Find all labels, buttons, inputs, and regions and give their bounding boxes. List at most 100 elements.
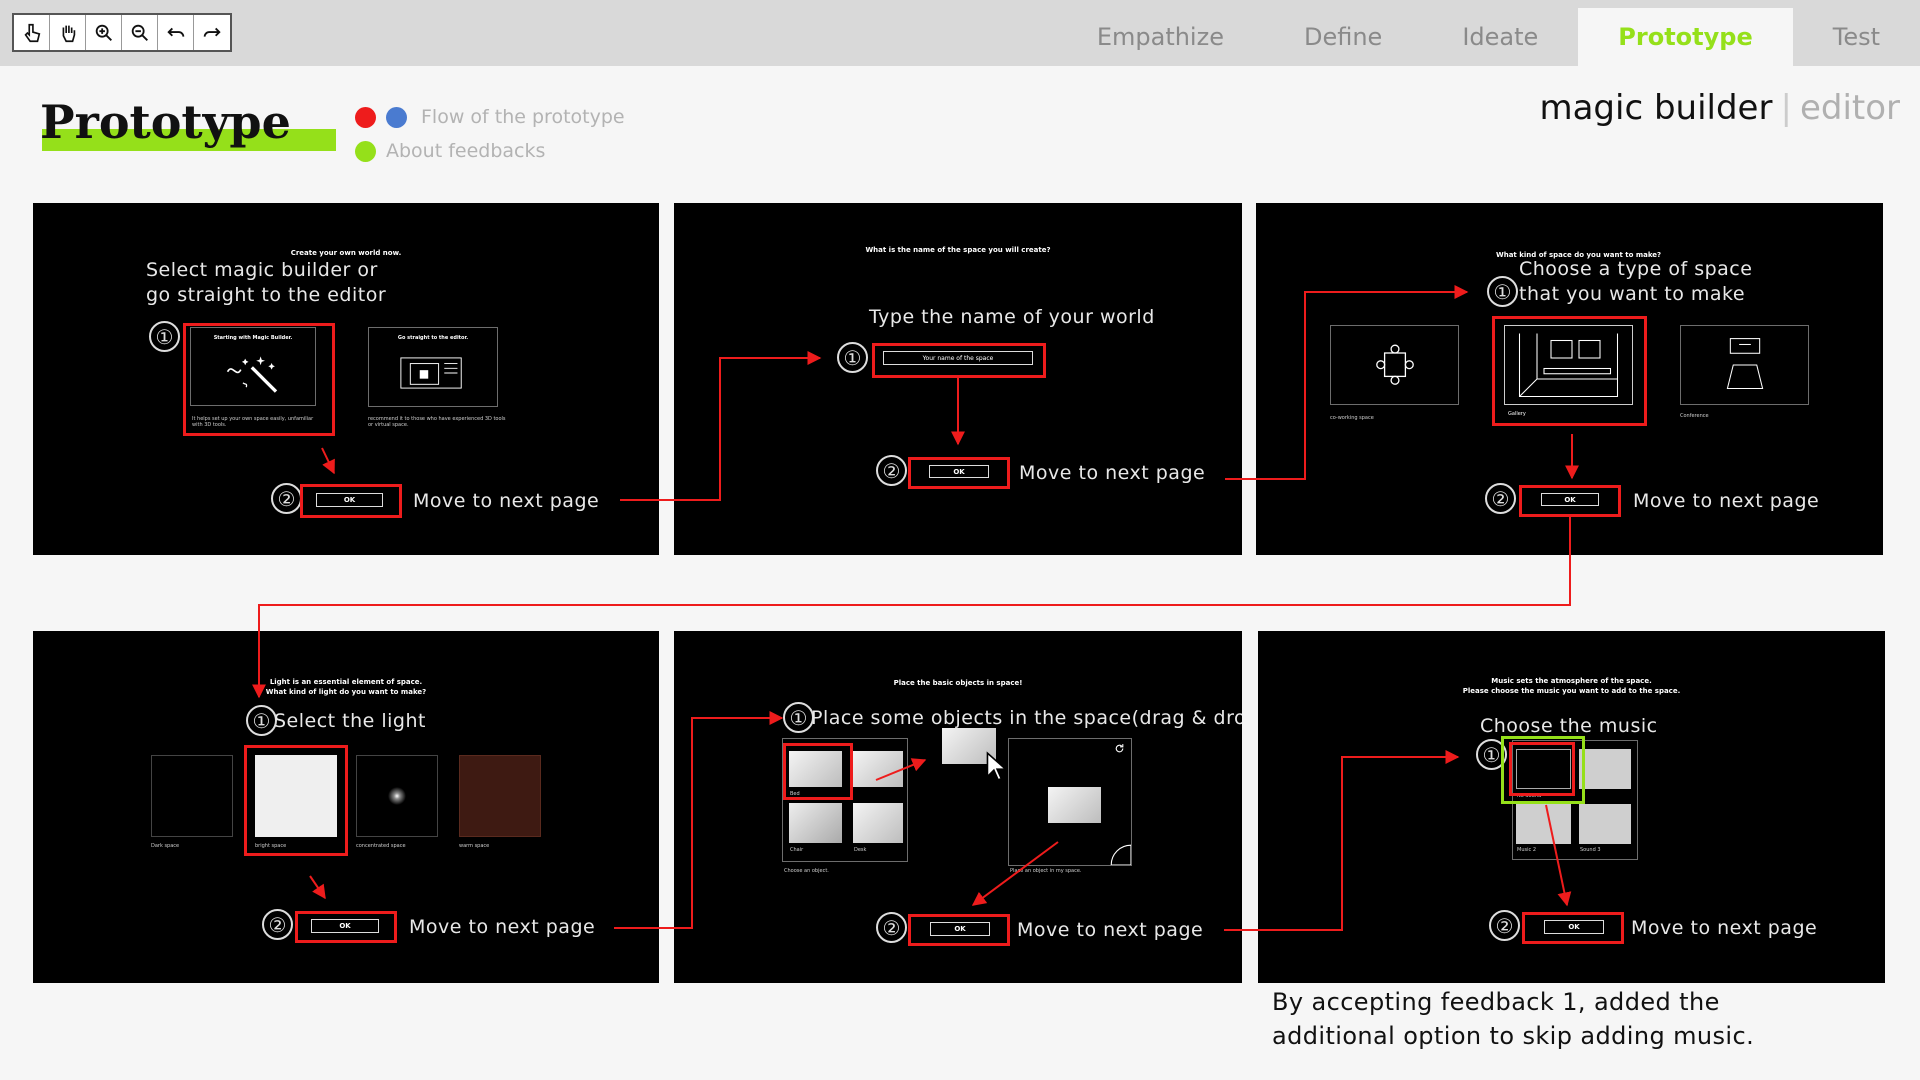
tab-prototype[interactable]: Prototype <box>1578 8 1793 66</box>
legend: Flow of the prototype About feedbacks <box>355 100 625 168</box>
step-number-1: ① <box>837 342 868 373</box>
option-label: concentrated space <box>356 843 406 849</box>
highlight-step2 <box>908 914 1010 946</box>
object-label: Chair <box>790 847 804 853</box>
step-number-2: ② <box>1485 483 1516 514</box>
step-number-1: ① <box>1476 739 1507 770</box>
object-desk[interactable] <box>853 803 903 843</box>
step1-annotation: Select the light <box>274 710 426 732</box>
step1-annotation: Type the name of your world <box>869 306 1155 328</box>
light-option-bright[interactable] <box>255 755 337 837</box>
undo-icon[interactable] <box>158 15 194 50</box>
cursor-icon <box>986 751 1007 781</box>
option-gallery[interactable] <box>1504 325 1633 405</box>
light-option-dark[interactable] <box>151 755 233 837</box>
music-label: No Sound <box>1517 793 1542 799</box>
zoom-in-icon[interactable] <box>86 15 122 50</box>
option-co-working[interactable] <box>1330 325 1459 405</box>
placed-object[interactable] <box>1048 787 1101 823</box>
legend-feedback: About feedbacks <box>355 134 625 168</box>
option-conference[interactable] <box>1680 325 1809 405</box>
ok-button[interactable]: OK <box>1541 493 1599 506</box>
placement-caption: Place an object in my space. <box>1010 868 1082 874</box>
highlight-step2 <box>295 911 397 943</box>
music-option-no-sound[interactable] <box>1516 749 1571 789</box>
red-dot-icon <box>355 106 376 128</box>
ok-button[interactable]: OK <box>311 919 379 933</box>
tab-empathize[interactable]: Empathize <box>1096 23 1224 51</box>
option-label: Conference <box>1680 413 1709 419</box>
option-title: Starting with Magic Builder. <box>213 335 293 341</box>
step1-annotation: Choose a type of space that you want to … <box>1519 258 1753 305</box>
highlight-step2 <box>300 484 402 518</box>
step2-annotation: Move to next page <box>413 490 600 512</box>
step-number-2: ② <box>876 455 907 486</box>
music-label: Sound 3 <box>1580 847 1601 853</box>
music-option-2[interactable] <box>1516 804 1571 844</box>
refresh-icon[interactable] <box>1114 743 1125 754</box>
highlight-step1 <box>1492 316 1647 426</box>
step2-annotation: Move to next page <box>1019 462 1206 484</box>
step1-annotation: Select magic builder or go straight to t… <box>146 259 387 306</box>
option-desc: It helps set up your own space easily, u… <box>192 416 314 428</box>
conference-stage-icon <box>1726 338 1764 389</box>
option-editor[interactable]: Go straight to the editor. <box>368 327 498 407</box>
gallery-room-icon <box>1518 333 1619 398</box>
tab-define[interactable]: Define <box>1303 23 1383 51</box>
screen-title: Light is an essential element of space. … <box>265 678 427 696</box>
option-label: bright space <box>255 843 287 849</box>
zoom-out-icon[interactable] <box>122 15 158 50</box>
ok-button[interactable]: OK <box>316 493 383 507</box>
object-box[interactable] <box>853 751 903 787</box>
top-bar: Empathize Define Ideate Prototype Test <box>0 0 1920 66</box>
panel-music: Music sets the atmosphere of the space. … <box>1258 631 1885 983</box>
highlight-step2 <box>1522 912 1624 944</box>
screen-title: What kind of space do you want to make? <box>1496 251 1662 259</box>
hand-icon[interactable] <box>50 15 86 50</box>
step1-annotation: Choose the music <box>1480 715 1658 737</box>
highlight-step2 <box>908 457 1010 489</box>
ok-button[interactable]: OK <box>930 922 990 936</box>
space-name-input[interactable]: Your name of the space <box>883 351 1033 365</box>
option-label: warm space <box>459 843 490 849</box>
ok-button[interactable]: OK <box>929 465 989 478</box>
panel-name-space: What is the name of the space you will c… <box>674 203 1242 555</box>
music-option-3[interactable] <box>1579 804 1631 844</box>
redo-icon[interactable] <box>194 15 230 50</box>
brand-primary: magic builder <box>1539 88 1773 128</box>
object-label: Bed <box>790 791 800 797</box>
step-number-2: ② <box>876 912 907 943</box>
panel-magic-builder-choice: Create your own world now. Select magic … <box>33 203 659 555</box>
pointer-icon[interactable] <box>14 15 50 50</box>
page-title: Prototype <box>40 95 291 149</box>
light-option-concentrated[interactable] <box>356 755 438 837</box>
legend-feedback-label: About feedbacks <box>386 140 546 162</box>
step2-annotation: Move to next page <box>1017 919 1204 941</box>
tab-test[interactable]: Test <box>1832 23 1880 51</box>
step1-annotation: Place some objects in the space(drag & d… <box>811 707 1242 729</box>
step-number-1: ① <box>149 321 180 352</box>
ok-button[interactable]: OK <box>1544 920 1604 934</box>
editor-window-icon <box>400 357 462 389</box>
object-chair[interactable] <box>789 803 842 843</box>
panel-space-type: What kind of space do you want to make? … <box>1256 203 1883 555</box>
placement-space[interactable] <box>1008 738 1132 866</box>
option-magic-builder[interactable]: Starting with Magic Builder. <box>190 327 316 406</box>
step-number-1: ① <box>1487 276 1518 307</box>
object-bed[interactable] <box>789 751 842 787</box>
music-option-1[interactable] <box>1579 749 1631 789</box>
step-number-2: ② <box>262 909 293 940</box>
feedback-highlight <box>1501 736 1585 804</box>
title-highlight <box>42 129 336 151</box>
highlight-step2 <box>1519 485 1621 517</box>
highlight-step1 <box>183 323 335 436</box>
light-option-warm[interactable] <box>459 755 541 837</box>
screen-title: What is the name of the space you will c… <box>865 246 1051 254</box>
panel-light: Light is an essential element of space. … <box>33 631 659 983</box>
screen-title: Music sets the atmosphere of the space. … <box>1462 677 1681 695</box>
highlight-step1 <box>244 745 348 856</box>
blue-dot-icon <box>386 106 407 128</box>
tab-ideate[interactable]: Ideate <box>1462 23 1539 51</box>
palette-caption: Choose an object. <box>784 868 829 874</box>
option-label: co-working space <box>1330 415 1374 421</box>
